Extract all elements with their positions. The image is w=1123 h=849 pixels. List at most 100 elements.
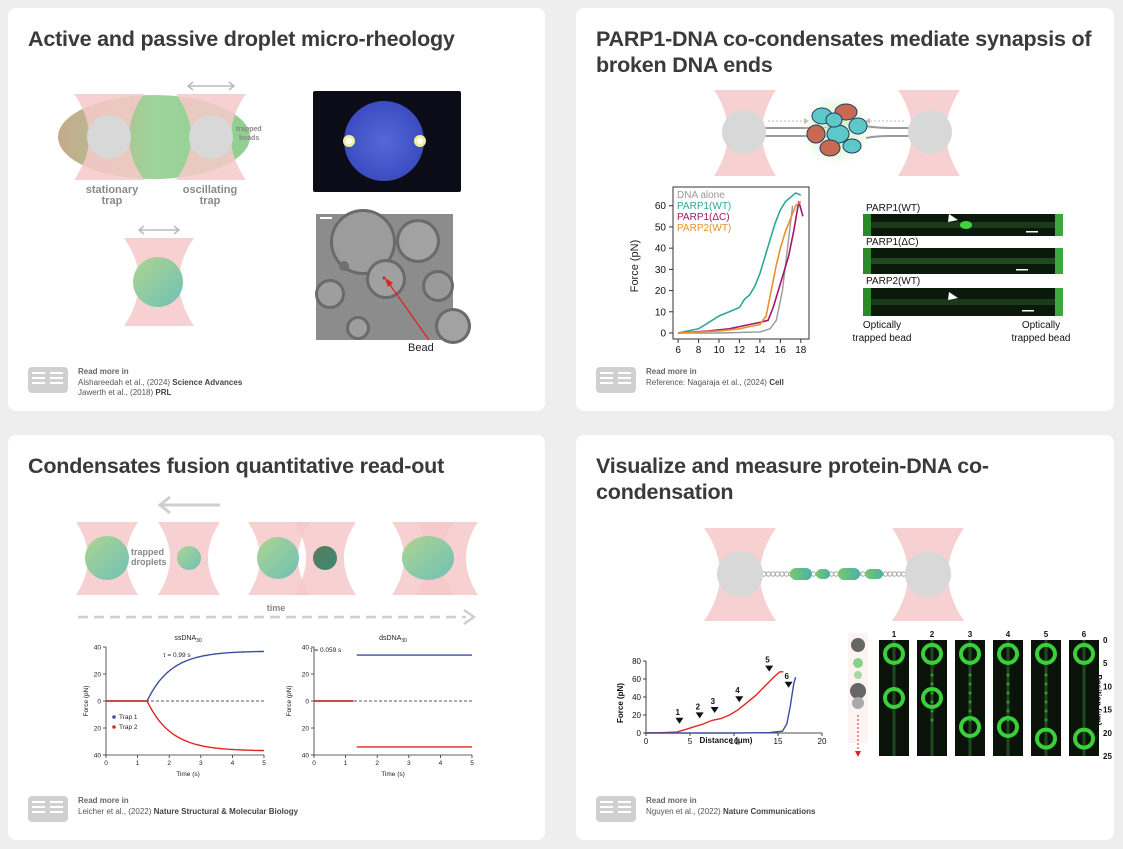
series-dna-alone: [678, 205, 794, 334]
kymo-protein-spot: [930, 718, 934, 722]
label-time: time: [267, 603, 286, 613]
dna-link: [765, 571, 772, 577]
marker-label: 1: [675, 708, 680, 717]
kymo-dna-line: [968, 640, 972, 756]
kymo-protein-spot: [1006, 691, 1010, 695]
series-trap-2: [106, 700, 265, 752]
x-axis-label: Time (s): [381, 771, 405, 778]
kymo-protein-spot: [1044, 718, 1048, 722]
y-tick-label: 40: [302, 645, 310, 652]
read-more-heading: Read more in: [646, 367, 697, 376]
kymo-dna-line: [892, 640, 896, 756]
kymo-protein-spot: [968, 682, 972, 686]
x-tick-label: 8: [696, 345, 702, 356]
x-axis-label: Time (s): [176, 771, 200, 778]
y-tick-label: 20: [94, 726, 102, 733]
kymo-protein-spot: [968, 709, 972, 713]
kymo-protein-spot: [1044, 691, 1048, 695]
kymo-protein-spot: [1044, 700, 1048, 704]
marker-triangle: [710, 707, 719, 713]
x-tick-label: 3: [407, 760, 411, 767]
kymo-dna-line: [1082, 640, 1086, 756]
reference-link[interactable]: Jawerth et al., (2018) PRL: [78, 388, 172, 397]
x-tick-label: 5: [470, 760, 474, 767]
x-tick-label: 0: [644, 737, 649, 746]
y-tick-label: 40: [655, 244, 667, 255]
kymo-protein-spot: [1044, 682, 1048, 686]
kymo-bead-signal: [1035, 727, 1057, 750]
x-tick-label: 15: [774, 737, 783, 746]
kymo-bead-signal: [921, 642, 943, 665]
book-icon: [596, 796, 636, 822]
kymo-protein-spot: [930, 682, 934, 686]
x-tick-label: 18: [795, 345, 807, 356]
kymo-protein-spot: [968, 691, 972, 695]
y-tick-label: 0: [660, 329, 666, 340]
legend-dna-alone: DNA alone: [677, 190, 725, 201]
label-oscillating-trap-2: trap: [200, 195, 221, 207]
card-title: Condensates fusion quantitative read-out: [28, 454, 445, 478]
dna-link: [770, 571, 776, 577]
x-tick-label: 10: [713, 345, 725, 356]
kymo-protein-spot: [1006, 673, 1010, 677]
legend-parp2-wt: PARP2(WT): [677, 223, 731, 234]
book-icon: [28, 796, 68, 822]
y-tick-label: 60: [655, 201, 667, 212]
y-axis-label: Force (pN): [629, 240, 641, 293]
kymo-protein-spot: [930, 700, 934, 704]
dna-link: [860, 571, 866, 577]
x-tick-label: 0: [104, 760, 108, 767]
reference-link[interactable]: Leicher et al., (2022) Nature Structural…: [78, 806, 299, 816]
marker-triangle: [695, 712, 704, 719]
y-tick-label: 30: [655, 265, 667, 276]
y-tick-label: 60: [632, 675, 641, 684]
marker-label: 4: [735, 686, 740, 695]
series-force-blue: [646, 677, 797, 734]
dna-link: [896, 571, 902, 577]
x-tick-label: 2: [375, 760, 379, 767]
bead-track: [848, 633, 868, 757]
kymo-protein-spot: [1044, 673, 1048, 677]
kymo-label-parp2-wt: PARP2(WT): [866, 276, 920, 287]
tau-dsdna: τ = 0.059 s: [310, 647, 342, 654]
y-tick-label: 80: [632, 657, 641, 666]
x-tick-label: 5: [262, 760, 266, 767]
kymo-column-label: 4: [1006, 630, 1011, 639]
y-tick-label: 20: [632, 711, 641, 720]
y-tick-label: 10: [655, 307, 667, 318]
marker-label: 6: [785, 672, 790, 681]
tau-ssdna: τ = 0.99 s: [163, 652, 191, 659]
reference-link[interactable]: Reference: Nagaraja et al., (2024) Cell: [646, 377, 784, 387]
kymo-bead-signal: [959, 716, 981, 738]
reference-link[interactable]: Alshareedah et al., (2024) Science Advan…: [78, 377, 243, 387]
kymo-bead-signal: [921, 687, 943, 709]
y-axis-label: Force (pN): [83, 685, 90, 716]
kymo-protein-spot: [968, 700, 972, 704]
kymo-dna-line: [1006, 640, 1010, 756]
kymo-bead-signal: [1035, 642, 1057, 665]
dna-link: [779, 571, 785, 577]
kymo-protein-spot: [968, 673, 972, 677]
kymo-label-parp1-wt: PARP1(WT): [866, 203, 920, 214]
y-tick-label: 20: [302, 726, 310, 733]
card-title: Visualize and measure protein-DNA co-con…: [596, 454, 989, 504]
position-tick-label: 0: [1103, 636, 1108, 645]
position-tick-label: 15: [1103, 706, 1112, 715]
position-tick-label: 25: [1103, 752, 1112, 761]
kymo-column-label: 6: [1082, 630, 1087, 639]
reference-link[interactable]: Nguyen et al., (2022) Nature Communicati…: [646, 806, 816, 816]
kymo-protein-spot: [1006, 700, 1010, 704]
marker-triangle: [735, 696, 744, 703]
card-title: PARP1-DNA co-condensates mediate synapsi…: [596, 27, 1092, 77]
x-tick-label: 16: [775, 345, 787, 356]
label-stationary-trap-1: stationary: [86, 184, 139, 196]
label-stationary-trap-2: trap: [102, 195, 123, 207]
kymo-column-label: 5: [1044, 630, 1049, 639]
dna-link: [833, 571, 839, 577]
x-tick-label: 3: [199, 760, 203, 767]
